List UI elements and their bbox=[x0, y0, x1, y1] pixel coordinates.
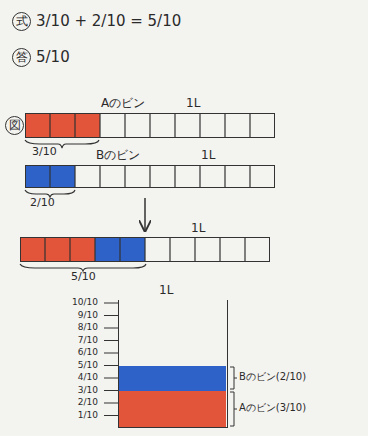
scale-label: 3/10 bbox=[58, 385, 98, 395]
cell-lines bbox=[45, 237, 245, 262]
water-layer: Aのビン(3/10) bbox=[119, 391, 226, 427]
water-layer: Bのビン(2/10) bbox=[119, 366, 226, 391]
bracket bbox=[20, 264, 146, 271]
fraction-label: 3/10 bbox=[32, 146, 57, 159]
scale-label: 10/10 bbox=[58, 297, 98, 307]
cell-lines bbox=[50, 165, 250, 188]
scale-label: 2/10 bbox=[58, 397, 98, 407]
fraction-label: 2/10 bbox=[30, 197, 55, 210]
cell-lines bbox=[50, 113, 250, 138]
scale-label: 9/10 bbox=[58, 310, 98, 320]
scale-label: 1/10 bbox=[58, 410, 98, 420]
bracket bbox=[230, 367, 237, 389]
scale-label: 6/10 bbox=[58, 347, 98, 357]
equation: 3/10 + 2/10 = 5/10 bbox=[36, 13, 181, 30]
volume-label: 1L bbox=[186, 97, 200, 111]
scale-ticks bbox=[104, 303, 118, 416]
layer-label: Bのビン(2/10) bbox=[239, 371, 306, 383]
measuring-cup: 1LBのビン(2/10)Aのビン(3/10) bbox=[118, 300, 228, 428]
bottle-name: Bのビン bbox=[96, 149, 140, 163]
bottle-bar: Bのビン1L bbox=[25, 165, 275, 188]
answer: 5/10 bbox=[36, 49, 70, 66]
scale-label: 5/10 bbox=[58, 360, 98, 370]
down-arrow bbox=[144, 198, 146, 231]
scale-label: 8/10 bbox=[58, 322, 98, 332]
layer-label: Aのビン(3/10) bbox=[239, 402, 306, 414]
bottle-bar: Aのビン1L bbox=[25, 113, 275, 138]
fraction-label: 5/10 bbox=[71, 271, 96, 284]
circled-mark: 式 bbox=[12, 12, 31, 31]
circled-mark: 答 bbox=[12, 48, 31, 67]
volume-label: 1L bbox=[191, 222, 205, 236]
scale-label: 4/10 bbox=[58, 372, 98, 382]
bracket bbox=[25, 190, 75, 197]
total-bar: 1L bbox=[20, 237, 270, 262]
scale-label: 7/10 bbox=[58, 335, 98, 345]
bottle-name: Aのビン bbox=[101, 97, 145, 111]
volume-label: 1L bbox=[201, 149, 215, 163]
bracket bbox=[230, 392, 237, 426]
red-fill bbox=[20, 237, 95, 262]
red-fill bbox=[25, 113, 100, 138]
volume-label: 1L bbox=[159, 284, 173, 298]
circled-mark: 図 bbox=[5, 116, 24, 135]
